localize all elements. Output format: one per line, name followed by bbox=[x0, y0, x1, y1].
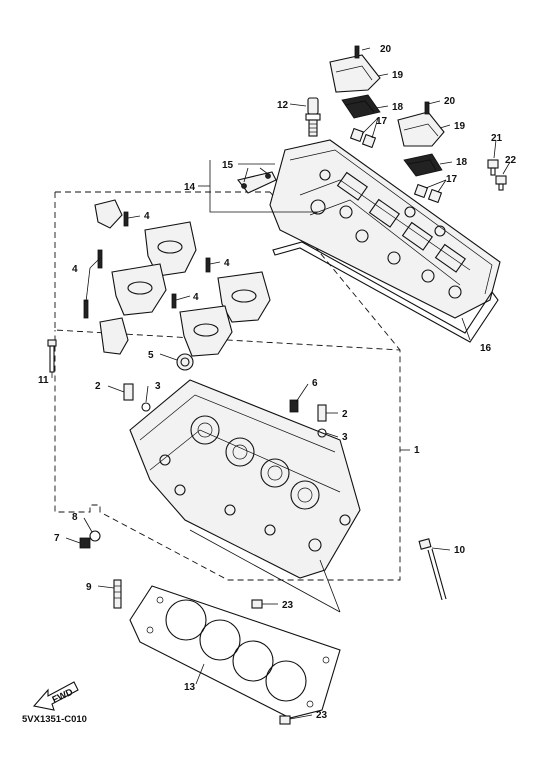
callout-3a: 3 bbox=[155, 381, 161, 392]
callout-4a: 4 bbox=[144, 211, 150, 222]
blind-plug bbox=[289, 399, 299, 413]
callout-1: 1 bbox=[414, 445, 420, 456]
union-bolt-left bbox=[123, 383, 151, 412]
cap-bolts bbox=[83, 211, 211, 319]
callout-2b: 2 bbox=[342, 409, 348, 420]
callout-7: 7 bbox=[54, 533, 60, 544]
dowel-pin-upper bbox=[251, 599, 263, 609]
callout-22: 22 bbox=[505, 155, 517, 166]
cylinder-head-cover bbox=[269, 139, 501, 319]
breather-cover-lower bbox=[397, 101, 445, 147]
bolt-with-washer bbox=[79, 530, 101, 549]
cylinder-head-gasket bbox=[129, 585, 341, 719]
reed-plate-lower bbox=[403, 153, 443, 177]
callout-17a: 17 bbox=[376, 116, 388, 127]
callout-labels: 20 19 12 18 17 20 19 21 22 18 17 15 14 1… bbox=[38, 44, 517, 721]
long-bolt-right bbox=[418, 538, 447, 601]
callout-4c: 4 bbox=[224, 258, 230, 269]
callout-19a: 19 bbox=[392, 70, 404, 81]
bracket bbox=[237, 171, 277, 194]
forward-arrow-icon: FWD bbox=[32, 681, 79, 711]
camshaft-cap-4 bbox=[217, 271, 271, 323]
callout-21: 21 bbox=[491, 133, 503, 144]
callout-11: 11 bbox=[38, 375, 49, 386]
camshaft-cap-1 bbox=[94, 199, 123, 229]
diagram-code: 5VX1351-C010 bbox=[22, 714, 87, 725]
stud-bolt bbox=[113, 579, 122, 609]
callout-4d: 4 bbox=[193, 292, 199, 303]
callout-2a: 2 bbox=[95, 381, 101, 392]
cylinder-head bbox=[129, 379, 361, 579]
callout-5: 5 bbox=[148, 350, 154, 361]
callout-12: 12 bbox=[277, 100, 289, 111]
cover-gasket bbox=[272, 241, 499, 343]
callout-10: 10 bbox=[454, 545, 466, 556]
reed-plate-upper bbox=[341, 94, 381, 119]
callout-9: 9 bbox=[86, 582, 92, 593]
callout-23a: 23 bbox=[282, 600, 294, 611]
cover-washer-bolt bbox=[495, 175, 507, 191]
dowel-pin-lower bbox=[279, 715, 291, 725]
callout-8: 8 bbox=[72, 512, 78, 523]
callout-6: 6 bbox=[312, 378, 318, 389]
reed-valve-upper bbox=[349, 127, 377, 149]
callout-20a: 20 bbox=[380, 44, 392, 55]
callout-4b: 4 bbox=[72, 264, 78, 275]
callout-17b: 17 bbox=[446, 174, 458, 185]
callout-18a: 18 bbox=[392, 102, 404, 113]
callout-16: 16 bbox=[480, 343, 492, 354]
cover-bolt bbox=[487, 159, 499, 176]
fwd-label: FWD bbox=[51, 687, 75, 706]
callout-18b: 18 bbox=[456, 157, 468, 168]
callout-3b: 3 bbox=[342, 432, 348, 443]
reed-valve-lower bbox=[413, 183, 443, 204]
callout-20b: 20 bbox=[444, 96, 456, 107]
callout-19b: 19 bbox=[454, 121, 466, 132]
camshaft-cap-5 bbox=[179, 305, 233, 357]
callout-13: 13 bbox=[184, 682, 196, 693]
camshaft-cap-3 bbox=[111, 263, 167, 316]
plug bbox=[176, 353, 194, 371]
breather-cover-upper bbox=[329, 45, 381, 93]
callout-15: 15 bbox=[222, 160, 234, 171]
camshaft-cap-6 bbox=[99, 317, 129, 355]
camshaft-cap-2 bbox=[144, 221, 197, 277]
spark-plug bbox=[305, 97, 321, 137]
callout-23b: 23 bbox=[316, 710, 328, 721]
leader-lines bbox=[51, 47, 511, 720]
callout-14: 14 bbox=[184, 182, 196, 193]
